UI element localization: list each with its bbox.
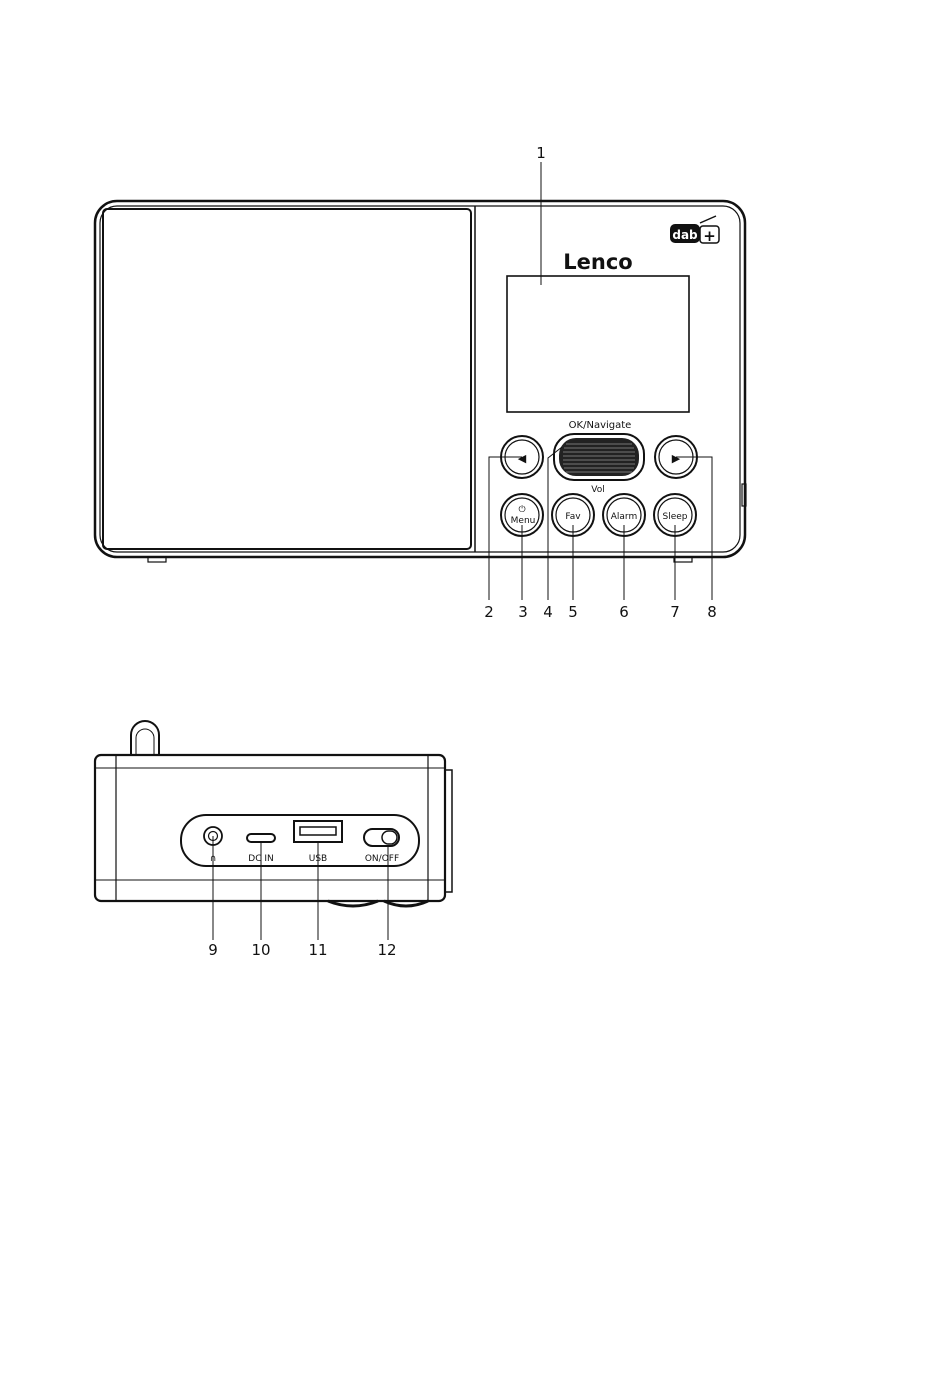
on-off-label: ON/OFF bbox=[365, 854, 399, 864]
power-icon: ⏻ bbox=[518, 504, 525, 515]
usb-label: USB bbox=[309, 854, 327, 864]
dab-logo-text: dab bbox=[672, 228, 698, 242]
callout-7: 7 bbox=[670, 603, 680, 621]
display-screen bbox=[507, 276, 689, 412]
alarm-button-label: Alarm bbox=[611, 512, 637, 522]
antenna bbox=[131, 721, 159, 755]
headphone-label: ∩ bbox=[210, 854, 217, 864]
speaker-panel bbox=[103, 209, 471, 549]
callout-12: 12 bbox=[377, 941, 396, 959]
back-leader-lines bbox=[213, 836, 388, 940]
callout-11: 11 bbox=[308, 941, 327, 959]
callout-4: 4 bbox=[543, 603, 553, 621]
brand-logo: Lenco bbox=[563, 250, 632, 274]
ok-navigate-label: OK/Navigate bbox=[569, 420, 632, 431]
sleep-button-label: Sleep bbox=[662, 512, 687, 522]
dab-plus-text: + bbox=[703, 227, 716, 245]
radio-body-inner bbox=[100, 206, 740, 552]
back-body bbox=[95, 755, 445, 901]
ok-navigate-knob[interactable] bbox=[554, 434, 644, 480]
dc-in-port[interactable] bbox=[247, 834, 275, 842]
callout-8: 8 bbox=[707, 603, 717, 621]
front-view bbox=[95, 162, 746, 600]
fav-button-label: Fav bbox=[565, 512, 581, 522]
callout-1: 1 bbox=[536, 144, 546, 162]
vol-label: Vol bbox=[591, 485, 604, 495]
right-arrow-icon: ▶ bbox=[672, 452, 681, 465]
callout-9: 9 bbox=[208, 941, 218, 959]
radio-body-outer bbox=[95, 201, 745, 557]
menu-button-label: Menu bbox=[511, 516, 536, 526]
callout-6: 6 bbox=[619, 603, 629, 621]
back-view bbox=[95, 721, 452, 940]
callout-2: 2 bbox=[484, 603, 494, 621]
left-arrow-icon: ◀ bbox=[518, 452, 527, 465]
callout-5: 5 bbox=[568, 603, 578, 621]
callout-3: 3 bbox=[518, 603, 528, 621]
dc-in-label: DC IN bbox=[248, 854, 273, 864]
usb-port[interactable] bbox=[294, 821, 342, 842]
callout-10: 10 bbox=[251, 941, 270, 959]
